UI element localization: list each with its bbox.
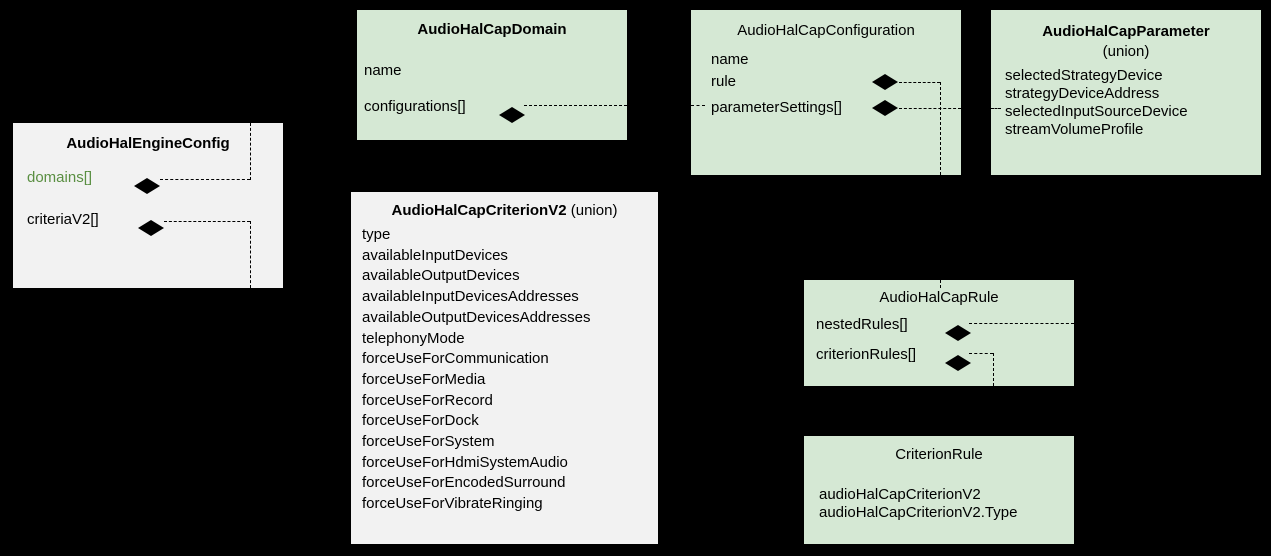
attribute-strategy-device-address: strategyDeviceAddress xyxy=(1005,85,1160,102)
composition-diamond-criteria-v2 xyxy=(138,220,164,236)
attribute-list: audioHalCapCriterionV2 audioHalCapCriter… xyxy=(819,486,1017,522)
connector-domains-vertical xyxy=(250,123,251,180)
attribute-audio-hal-cap-criterion-v2: audioHalCapCriterionV2 xyxy=(819,486,981,503)
attribute-configurations: configurations[] xyxy=(364,98,466,115)
connector-criteria-v2-vertical xyxy=(250,221,251,288)
attribute-stream-volume-profile: streamVolumeProfile xyxy=(1005,121,1144,138)
attribute-parameter-settings: parameterSettings[] xyxy=(711,99,842,116)
composition-diamond-configurations xyxy=(499,107,525,123)
entity-audio-hal-cap-criterion-v2[interactable]: AudioHalCapCriterionV2 (union) type avai… xyxy=(351,192,658,544)
attribute-available-input-devices-addresses: availableInputDevicesAddresses xyxy=(362,288,579,306)
entity-title-suffix: (union) xyxy=(570,202,618,219)
connector-nested-rules-horizontal xyxy=(969,323,1074,324)
attribute-available-output-devices: availableOutputDevices xyxy=(362,267,520,285)
connector-configurations-horizontal-a xyxy=(524,105,627,106)
attribute-force-use-for-system: forceUseForSystem xyxy=(362,433,495,451)
attribute-rule: rule xyxy=(711,73,737,90)
entity-title: CriterionRule xyxy=(895,446,983,463)
attribute-name: name xyxy=(364,62,402,79)
entity-audio-hal-cap-rule[interactable]: AudioHalCapRule nestedRules[] criterionR… xyxy=(804,280,1074,386)
attribute-selected-strategy-device: selectedStrategyDevice xyxy=(1005,67,1163,84)
attribute-force-use-for-vibrate-ringing: forceUseForVibrateRinging xyxy=(362,495,543,513)
attribute-audio-hal-cap-criterion-v2-type: audioHalCapCriterionV2.Type xyxy=(819,504,1018,521)
composition-diamond-nested-rules xyxy=(945,325,971,341)
entity-audio-hal-cap-configuration[interactable]: AudioHalCapConfiguration name rule param… xyxy=(691,10,961,175)
attribute-force-use-for-encoded-surround: forceUseForEncodedSurround xyxy=(362,474,566,492)
connector-rule-vertical-tail xyxy=(940,280,941,288)
attribute-force-use-for-record: forceUseForRecord xyxy=(362,391,493,409)
attribute-name: name xyxy=(711,51,749,68)
connector-domains-horizontal xyxy=(160,179,250,180)
entity-audio-hal-engine-config[interactable]: AudioHalEngineConfig domains[] criteriaV… xyxy=(13,123,283,288)
attribute-available-input-devices: availableInputDevices xyxy=(362,246,508,264)
attribute-force-use-for-dock: forceUseForDock xyxy=(362,412,479,430)
entity-audio-hal-cap-parameter[interactable]: AudioHalCapParameter (union) selectedStr… xyxy=(991,10,1261,175)
attribute-force-use-for-media: forceUseForMedia xyxy=(362,370,486,388)
attribute-type: type xyxy=(362,226,391,243)
entity-audio-hal-cap-domain[interactable]: AudioHalCapDomain name configurations[] xyxy=(357,10,627,140)
connector-criteria-v2-horizontal xyxy=(164,221,250,222)
composition-diamond-parameter-settings xyxy=(872,100,898,116)
connector-parameter-settings-horizontal-b xyxy=(991,108,1001,109)
entity-title: AudioHalCapCriterionV2 xyxy=(391,202,567,219)
entity-criterion-rule[interactable]: CriterionRule audioHalCapCriterionV2 aud… xyxy=(804,436,1074,544)
attribute-force-use-for-hdmi-system-audio: forceUseForHdmiSystemAudio xyxy=(362,453,568,471)
connector-rule-horizontal xyxy=(899,82,940,83)
entity-title: AudioHalEngineConfig xyxy=(66,135,230,152)
attribute-selected-input-source-device: selectedInputSourceDevice xyxy=(1005,103,1188,120)
connector-criterion-rules-horizontal xyxy=(969,353,993,354)
attribute-nested-rules: nestedRules[] xyxy=(816,316,908,333)
connector-parameter-settings-horizontal xyxy=(899,108,961,109)
composition-diamond-criterion-rules xyxy=(945,355,971,371)
attribute-list: type availableInputDevices availableOutp… xyxy=(362,225,590,515)
attribute-available-output-devices-addresses: availableOutputDevicesAddresses xyxy=(362,308,591,326)
attribute-domains: domains[] xyxy=(27,169,93,186)
connector-configurations-horizontal-b xyxy=(691,105,705,106)
entity-title: AudioHalCapRule xyxy=(879,289,999,306)
attribute-list: selectedStrategyDevice strategyDeviceAdd… xyxy=(1005,67,1188,139)
entity-subtitle: (union) xyxy=(1102,43,1150,60)
entity-title: AudioHalCapConfiguration xyxy=(737,22,915,39)
entity-title-row: AudioHalCapCriterionV2 (union) xyxy=(351,202,658,220)
entity-title: AudioHalCapDomain xyxy=(417,21,567,38)
attribute-telephony-mode: telephonyMode xyxy=(362,329,465,347)
composition-diamond-domains xyxy=(134,178,160,194)
connector-rule-vertical xyxy=(940,82,941,175)
composition-diamond-rule xyxy=(872,74,898,90)
entity-title: AudioHalCapParameter xyxy=(1042,23,1210,40)
connector-criterion-rules-vertical xyxy=(993,353,994,386)
attribute-criterion-rules: criterionRules[] xyxy=(816,346,917,363)
attribute-criteria-v2: criteriaV2[] xyxy=(27,211,99,228)
attribute-force-use-for-communication: forceUseForCommunication xyxy=(362,350,549,368)
